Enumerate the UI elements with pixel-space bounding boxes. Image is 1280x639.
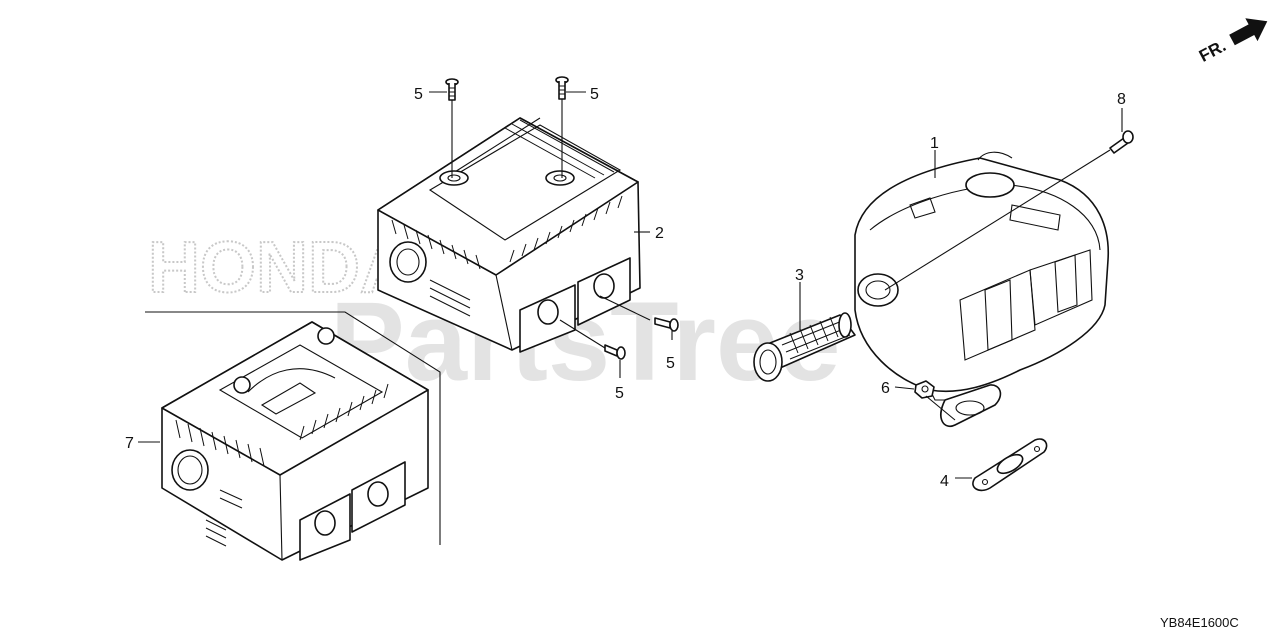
- arrow-right-icon: [1229, 18, 1268, 46]
- front-direction-arrow: FR.: [1196, 18, 1268, 66]
- callout-1: 1: [930, 135, 939, 152]
- callout-7: 7: [125, 435, 134, 452]
- spark-arrester-icon: [753, 312, 856, 382]
- callout-5-top-right: 5: [590, 86, 599, 103]
- callout-6: 6: [881, 380, 890, 397]
- diagram-code: YB84E1600C: [1160, 615, 1239, 630]
- callout-3: 3: [795, 267, 804, 284]
- muffler-protector-alt-icon: [145, 311, 441, 561]
- watermark-brand: HONDA: [148, 228, 412, 308]
- callout-8: 8: [1117, 91, 1126, 108]
- gasket-icon: [972, 438, 1048, 492]
- callouts: 1 2 3 4 5 5 5 5 6 7 8: [125, 86, 1126, 490]
- front-label: FR.: [1196, 36, 1229, 66]
- nut-icon: [914, 380, 935, 399]
- callout-5-mid-right: 5: [666, 355, 675, 372]
- bolt-icon: [445, 76, 1134, 360]
- muffler-protector-icon: [377, 117, 641, 353]
- callout-5-mid-low: 5: [615, 385, 624, 402]
- callout-4: 4: [940, 473, 949, 490]
- leader-lines: [138, 91, 1123, 479]
- muffler-body-icon: [854, 151, 1110, 427]
- callout-2: 2: [655, 225, 664, 242]
- callout-5-top-left: 5: [414, 86, 423, 103]
